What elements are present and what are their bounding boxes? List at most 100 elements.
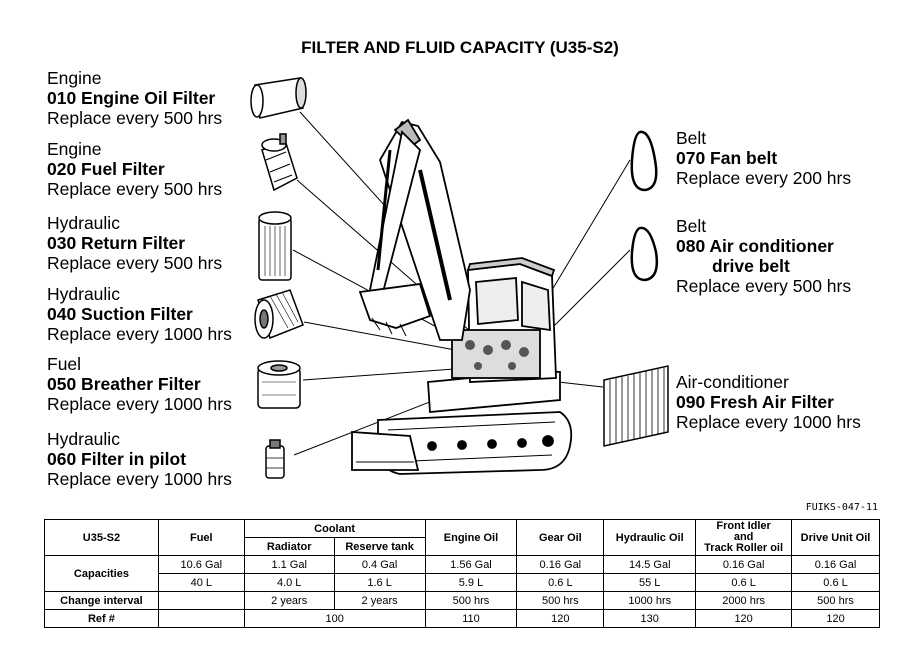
fan-belt-icon (630, 130, 658, 192)
figure-code: FUIKS-047-11 (805, 502, 878, 513)
callout-category: Hydraulic (47, 429, 120, 449)
oil-filter-icon (250, 77, 307, 119)
table-cell (157, 591, 245, 610)
table-cell: 5.9 L (424, 573, 518, 592)
excavator-body (351, 118, 573, 475)
table-row: 40 L 4.0 L 1.6 L 5.9 L 0.6 L 55 L 0.6 L … (45, 573, 880, 592)
callout-name: 060 Filter in pilot (47, 449, 187, 469)
callout-interval: Replace every 500 hrs (676, 276, 852, 296)
callout-pilot-filter: Hydraulic 060 Filter in pilot Replace ev… (47, 429, 232, 489)
table-cell: 100 (243, 609, 426, 628)
callout-engine-oil-filter: Engine 010 Engine Oil Filter Replace eve… (47, 68, 222, 128)
callout-name: 050 Breather Filter (47, 374, 201, 394)
callout-interval: Replace every 1000 hrs (47, 394, 232, 414)
callout-fuel-filter: Engine 020 Fuel Filter Replace every 500… (47, 139, 222, 199)
callout-category: Hydraulic (47, 284, 120, 304)
table-cell: 500 hrs (791, 591, 880, 610)
pilot-filter-icon (265, 439, 285, 479)
table-cell: 110 (424, 609, 518, 628)
table-cell: 130 (603, 609, 697, 628)
table-cell: 55 L (603, 573, 697, 592)
table-cell: 0.6 L (695, 573, 793, 592)
breather-filter-icon (257, 360, 301, 409)
table-cell (157, 609, 245, 628)
table-cell: 0.6 L (791, 573, 880, 592)
table-cell: 0.16 Gal (695, 555, 793, 574)
callout-name: 020 Fuel Filter (47, 159, 165, 179)
table-header-row: U35-S2 Fuel Coolant Engine Oil Gear Oil … (44, 519, 880, 556)
callout-category: Hydraulic (47, 213, 120, 233)
table-cell: 500 hrs (516, 591, 605, 610)
header-engine-oil: Engine Oil (424, 519, 518, 556)
table-row: Change interval 2 years 2 years 500 hrs … (44, 591, 880, 610)
callout-fresh-air-filter: Air-conditioner 090 Fresh Air Filter Rep… (676, 372, 861, 432)
table-cell: 0.16 Gal (791, 555, 880, 574)
header-reserve-tank: Reserve tank (333, 537, 426, 556)
table-cell: 0.4 Gal (333, 555, 426, 574)
table-cell: 0.6 L (516, 573, 605, 592)
page-title: FILTER AND FLUID CAPACITY (U35-S2) (301, 38, 619, 57)
callout-category: Engine (47, 68, 102, 88)
callout-name: 090 Fresh Air Filter (676, 392, 834, 412)
header-front-idler-line2: and (733, 531, 754, 543)
callout-category: Engine (47, 139, 102, 159)
table-row: Capacities 10.6 Gal 1.1 Gal 0.4 Gal 1.56… (44, 555, 880, 592)
table-cell: 120 (516, 609, 605, 628)
fuel-filter-icon (261, 133, 298, 192)
table-cell: 2 years (243, 591, 335, 610)
table-cell: 40 L (157, 573, 245, 592)
table-cell: 1.1 Gal (243, 555, 335, 574)
row-label-capacities: Capacities (44, 555, 159, 592)
header-front-idler-line3: Track Roller oil (704, 542, 784, 554)
callout-name: 080 Air conditioner (676, 236, 834, 256)
callout-interval: Replace every 200 hrs (676, 168, 852, 188)
callout-name-line2: drive belt (712, 256, 790, 276)
suction-filter-icon (254, 289, 304, 339)
header-front-idler: Front Idler and Track Roller oil (695, 519, 793, 556)
callout-name: 030 Return Filter (47, 233, 186, 253)
callout-category: Belt (676, 216, 707, 236)
row-label-change-interval: Change interval (44, 591, 159, 610)
callout-breather-filter: Fuel 050 Breather Filter Replace every 1… (47, 354, 232, 414)
ac-belt-icon (630, 226, 659, 282)
table-row: Ref # 100 110 120 130 120 120 (44, 609, 880, 628)
callout-name: 010 Engine Oil Filter (47, 88, 216, 108)
header-coolant: Coolant (243, 519, 426, 538)
return-filter-icon (258, 211, 292, 281)
callout-name: 070 Fan belt (676, 148, 778, 168)
callout-interval: Replace every 500 hrs (47, 253, 223, 273)
table-cell: 0.16 Gal (516, 555, 605, 574)
table-cell: 2000 hrs (695, 591, 793, 610)
callout-category: Belt (676, 128, 707, 148)
callout-category: Fuel (47, 354, 82, 374)
capacity-table: U35-S2 Fuel Coolant Engine Oil Gear Oil … (44, 519, 880, 628)
table-cell: 500 hrs (424, 591, 518, 610)
callout-interval: Replace every 1000 hrs (47, 469, 232, 489)
header-gear-oil: Gear Oil (516, 519, 605, 556)
callout-suction-filter: Hydraulic 040 Suction Filter Replace eve… (47, 284, 232, 344)
callout-interval: Replace every 1000 hrs (676, 412, 861, 432)
table-cell: 120 (791, 609, 880, 628)
table-cell: 120 (695, 609, 793, 628)
callout-name: 040 Suction Filter (47, 304, 193, 324)
table-cell: 10.6 Gal (157, 555, 245, 574)
table-cell: 2 years (333, 591, 426, 610)
callout-category: Air-conditioner (676, 372, 789, 392)
row-label-ref: Ref # (44, 609, 159, 628)
table-cell: 4.0 L (243, 573, 335, 592)
header-fuel: Fuel (157, 519, 245, 556)
callout-interval: Replace every 1000 hrs (47, 324, 232, 344)
callout-fan-belt: Belt 070 Fan belt Replace every 200 hrs (676, 128, 851, 188)
callout-ac-belt: Belt 080 Air conditioner drive belt Repl… (676, 216, 851, 296)
callout-interval: Replace every 500 hrs (47, 108, 223, 128)
header-front-idler-line1: Front Idler (716, 520, 771, 532)
callout-return-filter: Hydraulic 030 Return Filter Replace ever… (47, 213, 222, 273)
table-cell: 1.6 L (333, 573, 426, 592)
callout-interval: Replace every 500 hrs (47, 179, 223, 199)
air-filter-icon (603, 365, 669, 447)
header-drive-unit-oil: Drive Unit Oil (791, 519, 880, 556)
table-cell: 1000 hrs (603, 591, 697, 610)
header-model: U35-S2 (44, 519, 159, 556)
header-radiator: Radiator (243, 537, 335, 556)
